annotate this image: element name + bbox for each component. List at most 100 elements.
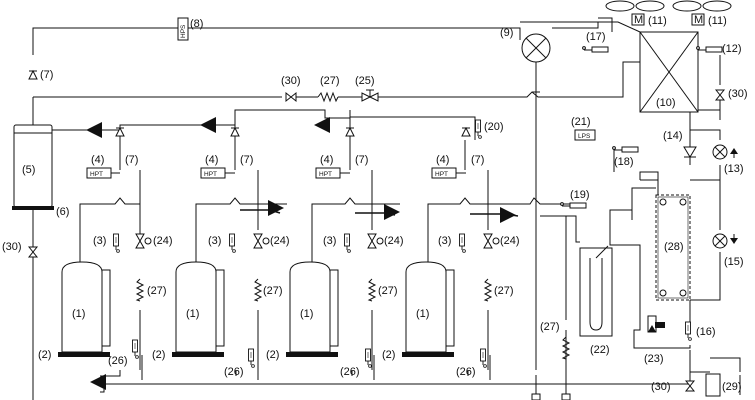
oil-flow-arrow-1 <box>86 122 102 138</box>
label-11b: (11) <box>708 15 727 27</box>
label-27-right: (27) <box>540 321 560 333</box>
label-15: (15) <box>724 256 744 268</box>
label-24c: (24) <box>384 235 404 247</box>
compressor-1d <box>402 261 455 357</box>
hpt-tag-4: HPT <box>435 171 448 178</box>
label-27-top: (27) <box>320 75 340 87</box>
label-16: (16) <box>696 326 716 338</box>
economizer-28 <box>655 194 691 301</box>
label-6: (6) <box>56 206 69 218</box>
label-29: (29) <box>722 381 742 393</box>
capillary-27c <box>368 278 376 302</box>
hpt-tag-2: HPT <box>204 171 217 178</box>
label-22: (22) <box>590 344 610 356</box>
compressor-1b <box>172 261 225 357</box>
filter-30b <box>28 246 38 258</box>
sensor-20 <box>475 119 482 139</box>
oil-flow-arrow-3 <box>314 117 330 133</box>
label-27c: (27) <box>378 285 398 297</box>
label-27d: (27) <box>494 285 514 297</box>
sensor-26c <box>365 348 372 368</box>
accumulator-22 <box>579 245 613 337</box>
label-9: (9) <box>500 27 513 39</box>
label-3b: (3) <box>208 235 221 247</box>
label-3a: (3) <box>93 235 106 247</box>
label-30-bottom: (30) <box>651 381 671 393</box>
filter-30c <box>715 89 725 101</box>
label-11a: (11) <box>648 15 667 27</box>
label-18: (18) <box>614 156 634 168</box>
valve-25 <box>361 89 379 102</box>
label-20: (20) <box>484 121 504 133</box>
capillary-27d <box>484 278 492 302</box>
label-2c: (2) <box>266 349 279 361</box>
label-30-top: (30) <box>281 75 301 87</box>
label-19: (19) <box>570 189 590 201</box>
label-30-left: (30) <box>2 241 22 253</box>
valves-24 <box>135 233 500 249</box>
label-26c: (26) <box>340 366 360 378</box>
sensor-3b <box>229 233 236 253</box>
solenoid-23 <box>647 315 665 333</box>
label-26d: (26) <box>456 366 476 378</box>
sensor-3c <box>344 233 351 253</box>
label-4d: (4) <box>436 154 449 166</box>
label-26b: (26) <box>224 366 244 378</box>
hpt-switches <box>86 167 466 179</box>
suction-flow-arrow-3 <box>500 207 516 223</box>
label-24b: (24) <box>270 235 290 247</box>
label-12: (12) <box>722 43 742 55</box>
compressor-1c <box>286 261 339 357</box>
sensor-3a <box>113 233 120 253</box>
label-28: (28) <box>664 241 684 253</box>
label-7a: (7) <box>125 154 138 166</box>
filter-30d <box>685 380 695 392</box>
label-10: (10) <box>656 97 676 109</box>
label-21: (21) <box>571 116 591 128</box>
check-valve-7d <box>345 127 355 137</box>
check-valve-14 <box>683 140 697 165</box>
sensor-3d <box>459 233 466 253</box>
oil-separator-5 <box>12 124 54 210</box>
sensor-26d <box>480 348 487 368</box>
label-7c: (7) <box>355 154 368 166</box>
sensor-17 <box>582 46 609 53</box>
label-3d: (3) <box>438 235 451 247</box>
label-1a: (1) <box>72 308 85 320</box>
capillary-27a <box>136 278 144 302</box>
lps-switch <box>574 129 596 141</box>
sensor-12 <box>696 46 723 53</box>
label-1b: (1) <box>186 308 199 320</box>
receiver-29 <box>705 373 721 397</box>
check-valve-7a <box>28 70 38 80</box>
label-2a: (2) <box>38 349 51 361</box>
capillary-27b <box>254 278 262 302</box>
label-17: (17) <box>586 31 606 43</box>
oil-flow-arrow-2 <box>200 117 216 133</box>
sight-glass-13 <box>712 144 738 160</box>
label-24d: (24) <box>500 235 520 247</box>
label-26a: (26) <box>108 355 128 367</box>
sensor-26a <box>132 339 139 359</box>
hps-switch <box>177 17 189 41</box>
label-14: (14) <box>663 130 683 142</box>
label-2b: (2) <box>152 349 165 361</box>
hpt-tag-3: HPT <box>319 171 332 178</box>
label-27a: (27) <box>147 285 167 297</box>
label-24a: (24) <box>153 235 173 247</box>
check-valve-7b <box>115 127 125 137</box>
label-7b: (7) <box>240 154 253 166</box>
check-valve-7c <box>230 127 240 137</box>
sensor-18 <box>612 146 639 153</box>
label-5: (5) <box>22 164 35 176</box>
label-8: (8) <box>190 18 203 30</box>
hps-tag: HPS <box>180 24 187 38</box>
label-1c: (1) <box>300 308 313 320</box>
condenser-fans <box>605 0 732 26</box>
suction-flow-arrow-1 <box>268 200 284 216</box>
label-3c: (3) <box>323 235 336 247</box>
sight-glass-15 <box>712 233 738 249</box>
lps-tag: LPS <box>578 133 591 140</box>
label-1d: (1) <box>416 308 429 320</box>
